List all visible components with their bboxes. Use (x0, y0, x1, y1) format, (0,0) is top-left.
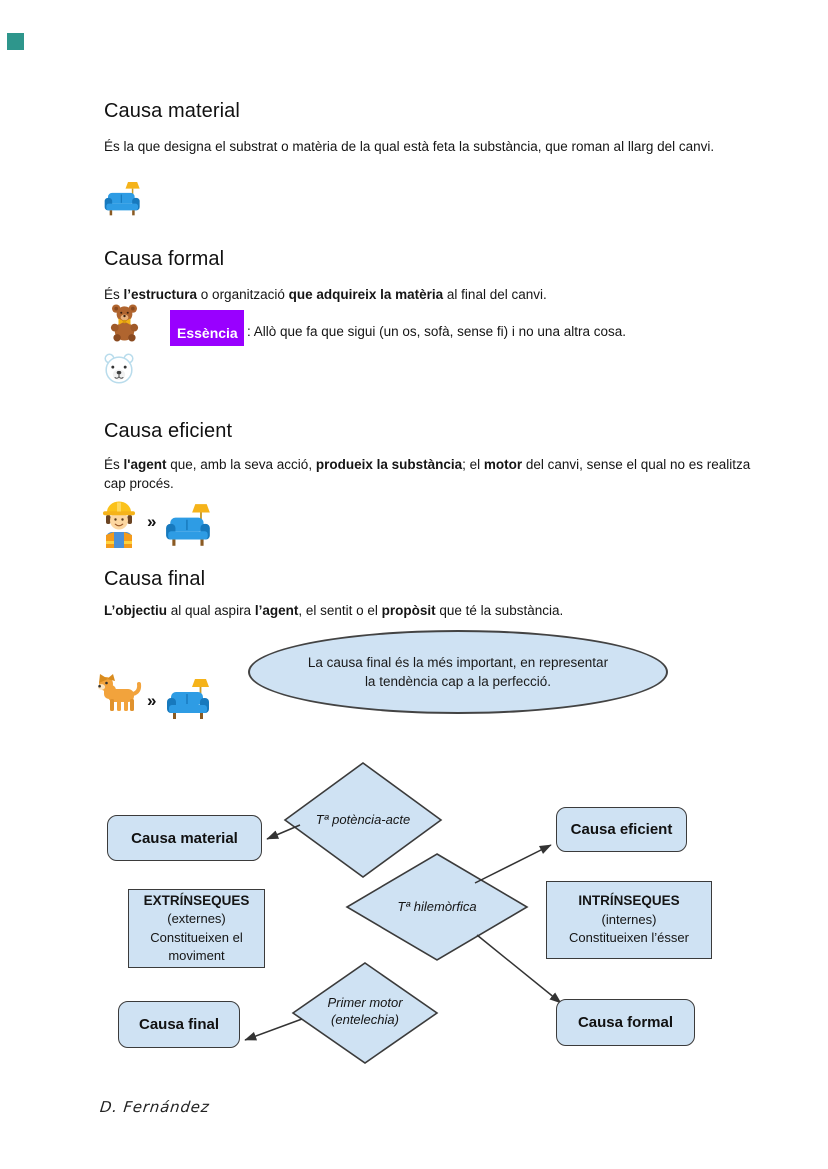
paragraph-causa-final: L’objectiu al qual aspira l’agent, el se… (104, 603, 564, 618)
label-hilemorfica: Tª hilemòrfica (397, 899, 477, 914)
couch-lamp-icon (103, 181, 143, 218)
node-causa-eficient: Causa eficient (556, 807, 687, 852)
paragraph-causa-material: És la que designa el substrat o matèria … (104, 139, 715, 154)
label-potencia-acte: Tª potència-acte (315, 812, 411, 827)
paragraph-causa-eficient: És l'agent que, amb la seva acció, produ… (104, 457, 751, 491)
label-primer-motor: Primer motor (entelechia) (327, 995, 403, 1027)
dog-icon (95, 670, 143, 718)
construction-worker-icon (97, 498, 141, 548)
corner-marker (7, 33, 24, 50)
node-causa-material: Causa material (107, 815, 262, 861)
chevrons-icon: » (147, 691, 157, 710)
heading-causa-formal: Causa formal (104, 248, 225, 270)
final-cause-callout: La causa final és la més important, en r… (248, 630, 668, 714)
node-causa-final: Causa final (118, 1001, 240, 1048)
heading-causa-material: Causa material (104, 100, 240, 122)
teddy-bear-icon (106, 302, 143, 343)
heading-causa-final: Causa final (104, 568, 206, 590)
polar-bear-icon (100, 350, 138, 388)
couch-lamp-icon (164, 503, 214, 549)
couch-lamp-icon (164, 678, 214, 722)
essencia-definition: : Allò que fa que sigui (un os, sofà, se… (247, 324, 626, 339)
callout-line2: la tendència cap a la perfecció. (364, 674, 552, 689)
callout-line1: La causa final és la més important, en r… (307, 655, 609, 670)
essencia-highlight: Essència (170, 310, 244, 346)
node-intrinseques: INTRÍNSEQUES (internes) Constitueixen l’… (546, 881, 712, 959)
arrow-to-causa-eficient (474, 844, 552, 884)
node-extrinseques: EXTRÍNSEQUES (externes) Constitueixen el… (128, 889, 265, 968)
chevrons-icon: » (147, 512, 157, 531)
paragraph-causa-formal: És l’estructura o organització que adqui… (104, 287, 547, 302)
heading-causa-eficient: Causa eficient (104, 420, 233, 442)
node-causa-formal: Causa formal (556, 999, 695, 1046)
author-signature: D. Fernández (99, 1098, 211, 1116)
